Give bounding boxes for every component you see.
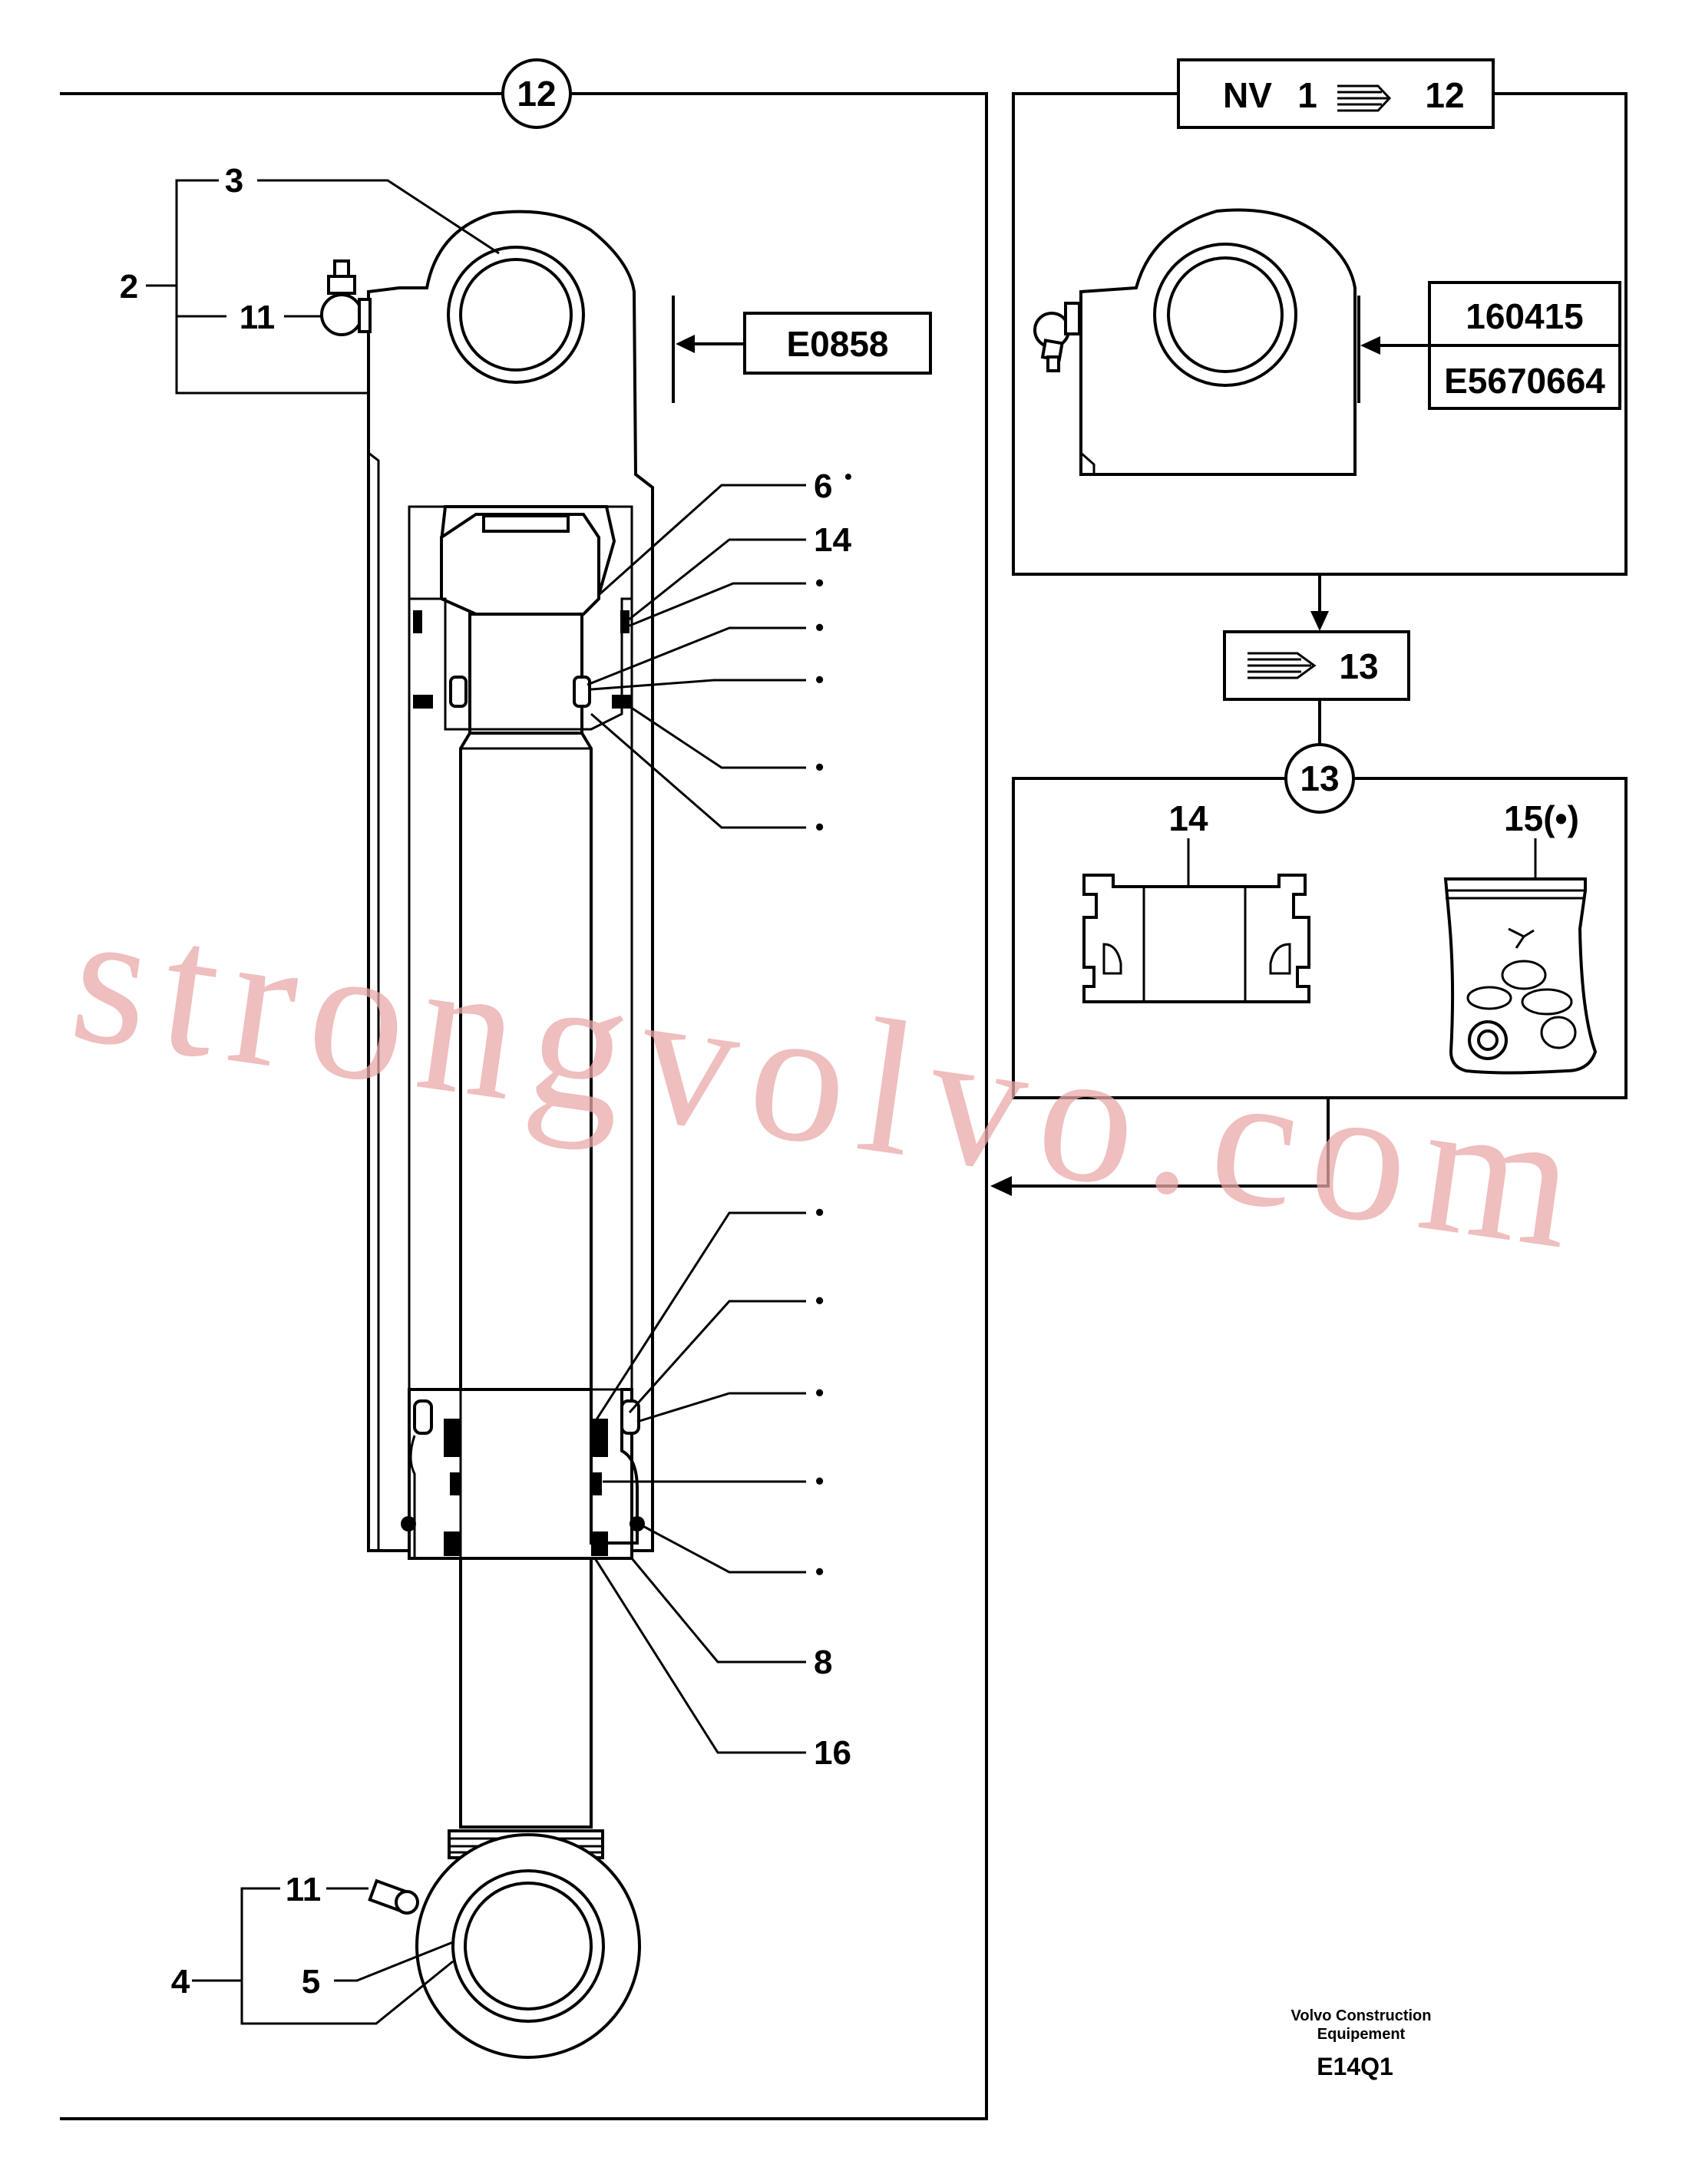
seal-kit-bag-icon (1443, 877, 1598, 1075)
nv-arrow-icon (1337, 84, 1392, 112)
callout-3: 3 (225, 162, 243, 200)
main-view-circle-ref: 12 (517, 74, 556, 114)
grease-nipple-bottom-icon (368, 1878, 419, 1915)
nv-serial: E5670664 (1444, 361, 1605, 401)
callout-11-top: 11 (240, 299, 276, 336)
flow-arrow-view13-to-main (990, 1098, 1330, 1196)
callout-8: 8 (814, 1644, 832, 1681)
callout-14: 14 (814, 521, 851, 559)
bullet-10: • (815, 1558, 824, 1585)
nv-part-number: 160415 (1466, 296, 1584, 336)
view13-ref-to: 13 (1339, 646, 1378, 686)
hydraulic-cylinder-drawing (320, 210, 654, 2059)
callout-11-bottom: 11 (286, 1871, 322, 1908)
view13-circle-ref: 13 (1300, 758, 1339, 798)
bullet-5: • (815, 813, 824, 841)
reference-e0858: E0858 (672, 296, 932, 403)
callout-4: 4 (171, 1963, 190, 2001)
company-line-1: Volvo Construction (1291, 2007, 1432, 2024)
seal-ring-part-icon (1082, 874, 1310, 1003)
footer: Volvo Construction Equipement E14Q1 (1291, 2007, 1432, 2080)
reference-box-e0858: E0858 (786, 324, 888, 364)
bullet-9: • (815, 1467, 824, 1495)
callout-6-bullet: • (844, 464, 852, 488)
bullet-7: • (815, 1287, 824, 1314)
bullet-6: • (815, 1198, 824, 1226)
leader-lines (146, 179, 806, 2025)
watermark-text: strongvolvo.com (61, 868, 1601, 1291)
callout-5: 5 (302, 1963, 320, 2001)
view13-item-a-label: 14 (1168, 798, 1208, 838)
callout-16: 16 (814, 1734, 851, 1772)
main-view-callouts: 3 2 11 6 • 14 • • • • • • • • • • 8 16 1… (120, 162, 852, 2001)
callout-6: 6 (814, 468, 832, 505)
main-view-frame: 12 (60, 58, 988, 2120)
nv-panel: NV 1 12 160415 E5670664 (1012, 58, 1628, 576)
bullet-8: • (815, 1379, 824, 1406)
view13-panel: 13 14 15(•) (1012, 743, 1628, 1099)
bullet-2: • (815, 613, 824, 641)
nv-grease-nipple-icon (1033, 302, 1081, 372)
nv-to: 12 (1425, 75, 1464, 115)
flow-arrow-nv-to-13 (1310, 574, 1329, 631)
nv-from: 1 (1297, 75, 1317, 115)
view13-arrow-icon (1248, 652, 1317, 679)
bullet-3: • (815, 666, 824, 693)
company-line-2: Equipement (1317, 2026, 1406, 2043)
nv-prefix: NV (1223, 75, 1272, 115)
grease-nipple-top-icon (320, 259, 372, 336)
bullet-4: • (815, 753, 824, 781)
bullet-1: • (815, 569, 824, 596)
callout-2: 2 (120, 268, 138, 306)
view13-item-b-label: 15(•) (1504, 798, 1579, 838)
drawing-code: E14Q1 (1317, 2053, 1393, 2080)
view13-ref-box: 13 (1223, 630, 1410, 745)
